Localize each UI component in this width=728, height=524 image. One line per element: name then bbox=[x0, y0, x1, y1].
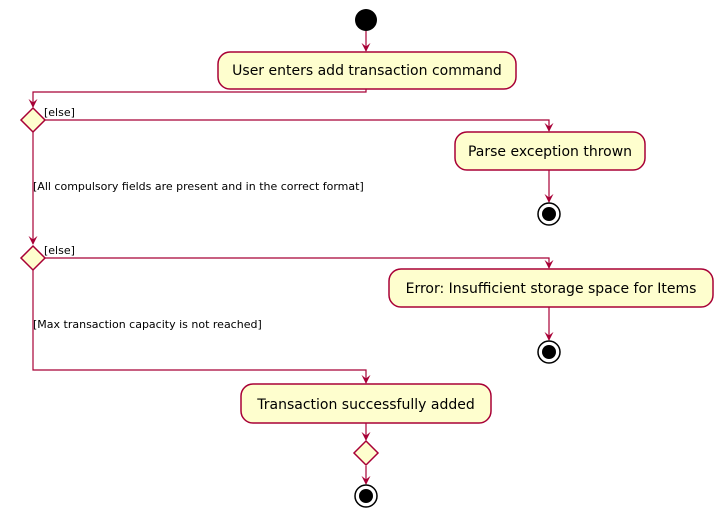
decision-capacity bbox=[19, 244, 47, 272]
edge-command-to-decision-1 bbox=[28, 89, 367, 108]
guard-capacity-ok: [Max transaction capacity is not reached… bbox=[33, 318, 262, 331]
edge-decision-1-else bbox=[45, 119, 554, 132]
action-insufficient-space: Error: Insufficient storage space for It… bbox=[388, 268, 714, 308]
end-node-final bbox=[354, 484, 378, 508]
merge-node bbox=[352, 439, 380, 467]
action-add-command: User enters add transaction command bbox=[217, 51, 517, 90]
edges bbox=[28, 31, 554, 485]
guard-else-2: [else] bbox=[44, 244, 75, 257]
action-add-command-label: User enters add transaction command bbox=[232, 63, 502, 79]
guard-fields-valid: [All compulsory fields are present and i… bbox=[33, 180, 364, 193]
action-parse-exception-label: Parse exception thrown bbox=[468, 144, 632, 160]
start-node bbox=[355, 9, 377, 31]
guard-else-1: [else] bbox=[44, 106, 75, 119]
action-success: Transaction successfully added bbox=[240, 383, 492, 424]
action-insufficient-space-label: Error: Insufficient storage space for It… bbox=[406, 281, 697, 297]
edge-decision-2-to-success bbox=[32, 270, 371, 384]
decision-fields-valid bbox=[19, 106, 47, 134]
end-node-parse bbox=[537, 202, 561, 226]
edge-decision-2-else bbox=[45, 257, 554, 269]
action-parse-exception: Parse exception thrown bbox=[454, 131, 646, 171]
end-node-space bbox=[537, 340, 561, 364]
action-success-label: Transaction successfully added bbox=[256, 397, 474, 413]
